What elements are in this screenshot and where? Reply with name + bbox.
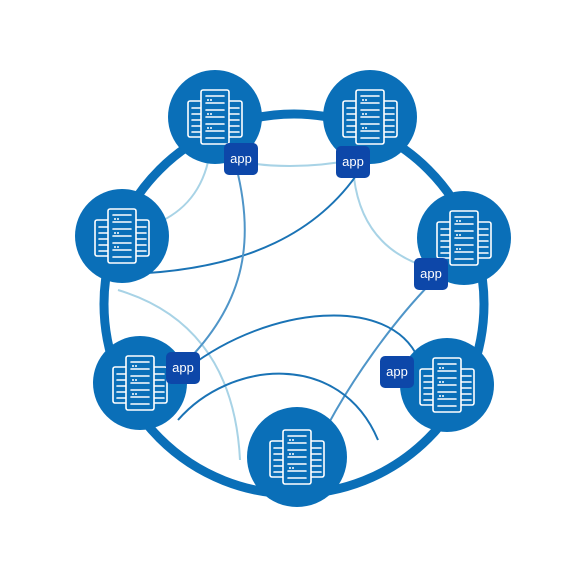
app-label: app bbox=[230, 151, 252, 166]
server-node-left bbox=[75, 189, 169, 283]
server-node-top-left bbox=[168, 70, 262, 164]
app-label: app bbox=[386, 364, 408, 379]
link-dark bbox=[177, 372, 379, 441]
app-label: app bbox=[420, 266, 442, 281]
server-node-bottom bbox=[247, 407, 347, 507]
link-light bbox=[319, 283, 431, 441]
link-light bbox=[353, 177, 431, 269]
app-label: app bbox=[172, 360, 194, 375]
app-badge-top-left: app bbox=[224, 143, 258, 175]
app-badge-bottom-right: app bbox=[380, 356, 414, 388]
link-dark bbox=[127, 169, 361, 275]
connection-links bbox=[117, 159, 431, 461]
link-dark bbox=[189, 165, 246, 359]
server-node-bottom-left bbox=[93, 336, 187, 430]
app-badge-top-right: app bbox=[336, 146, 370, 178]
server-node-top-right bbox=[323, 70, 417, 164]
server-node-bottom-right bbox=[400, 338, 494, 432]
app-badge-right: app bbox=[414, 258, 448, 290]
app-badge-bottom-left: app bbox=[166, 352, 200, 384]
link-dark bbox=[187, 314, 419, 369]
app-label: app bbox=[342, 154, 364, 169]
